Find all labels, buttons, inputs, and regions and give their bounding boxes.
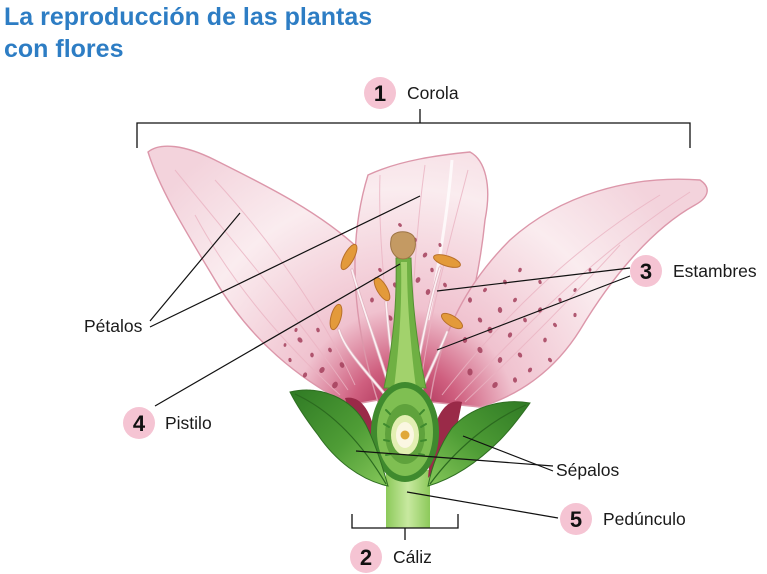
petal-spot <box>518 267 522 273</box>
petal-spot <box>553 322 557 328</box>
caliz-bracket <box>351 514 459 540</box>
right-petal-vein <box>441 194 661 396</box>
petal-spot <box>588 268 592 272</box>
badge-number-corola: 1 <box>374 81 386 106</box>
badge-caliz <box>350 541 382 573</box>
pedunculo-leader-line <box>406 491 559 519</box>
estambres-leader-line <box>436 275 631 351</box>
left-petal-vein <box>174 169 349 391</box>
badge-number-caliz: 2 <box>360 545 372 570</box>
label-caliz: Cáliz <box>393 547 432 567</box>
left-petal-vein <box>194 214 341 396</box>
petal-spot <box>467 297 473 303</box>
petal-spot <box>497 357 503 363</box>
pistil <box>371 231 439 482</box>
petal-spot <box>477 346 483 354</box>
badge-pedunculo <box>560 503 592 535</box>
petal-spot <box>513 297 517 303</box>
estambres-leader-line <box>436 267 631 292</box>
sepalos-leader-line <box>462 435 554 472</box>
petal-spot <box>543 337 547 343</box>
badge-number-pedunculo: 5 <box>570 507 582 532</box>
petal-spot <box>319 366 325 374</box>
petal-spot <box>302 372 308 378</box>
anther <box>340 243 358 271</box>
petal-spot <box>467 368 473 376</box>
petal-spot <box>492 382 498 388</box>
stigma <box>390 231 416 260</box>
label-sepalos: Sépalos <box>556 460 619 480</box>
petal-spot <box>477 317 483 323</box>
petal-spot <box>422 252 428 258</box>
petal-spot <box>538 279 542 285</box>
petal-spot <box>283 343 287 347</box>
petal-spot <box>398 223 402 227</box>
petal-spot <box>512 377 518 383</box>
petal-spot <box>370 297 374 303</box>
badge-estambres <box>630 255 662 287</box>
ovary-detail <box>383 409 427 456</box>
petal-spot <box>547 357 553 363</box>
petal-spot <box>438 242 442 248</box>
right-sepal-midrib <box>429 404 527 485</box>
badge-number-pistilo: 4 <box>133 411 146 436</box>
label-pedunculo: Pedúnculo <box>603 509 686 529</box>
petal-spot <box>573 312 577 318</box>
pistilo-leader-line <box>154 263 401 407</box>
petal-spot <box>483 287 487 293</box>
petalos-leader-line <box>149 212 241 322</box>
label-pistilo: Pistilo <box>165 413 212 433</box>
petal-spot <box>507 332 513 338</box>
petal-spot <box>316 327 320 333</box>
anther <box>433 254 461 268</box>
badge-pistilo <box>123 407 155 439</box>
petal-spot <box>415 277 421 283</box>
title-line-2: con flores <box>4 35 123 63</box>
sepalos-leader-line <box>355 450 554 467</box>
petal-spot <box>332 381 338 389</box>
petal-spot <box>558 297 562 303</box>
style-inner <box>394 262 416 388</box>
petal-spot <box>497 307 503 313</box>
title-line-1: La reproducción de las plantas <box>4 3 372 31</box>
petal-spot <box>425 289 431 295</box>
petal-spot <box>523 317 527 323</box>
petal-spot <box>294 328 298 332</box>
left-petal-vein <box>214 179 356 386</box>
petal-spot <box>517 352 523 358</box>
left-petal <box>147 145 379 406</box>
right-sepal <box>427 401 531 487</box>
right-petal-vein <box>464 244 621 403</box>
petal-spot <box>310 352 314 358</box>
sepals <box>289 389 531 487</box>
petal-spot <box>527 367 533 373</box>
filament <box>338 329 389 399</box>
petal-spot <box>288 357 292 363</box>
petal-spot <box>328 347 332 353</box>
right-petal <box>429 178 708 408</box>
left-sepal <box>289 389 389 487</box>
petals <box>147 145 708 408</box>
badge-number-estambres: 3 <box>640 259 652 284</box>
label-petalos: Pétalos <box>84 316 143 336</box>
center-petal-vein <box>419 169 469 391</box>
anther <box>440 312 464 330</box>
petal-spot <box>430 267 434 273</box>
stem <box>386 470 430 528</box>
petal-spot <box>443 282 447 288</box>
right-petal-vein <box>454 191 691 401</box>
petal-spot <box>339 362 345 368</box>
label-estambres: Estambres <box>673 261 757 281</box>
badge-corola <box>364 77 396 109</box>
petal-spot <box>378 267 382 273</box>
petal-spot <box>573 288 577 292</box>
ovule-core <box>400 430 410 440</box>
petal-spot <box>297 337 303 343</box>
label-corola: Corola <box>407 83 459 103</box>
petalos-leader-line <box>149 195 421 328</box>
left-sepal-midrib <box>294 393 387 485</box>
anther <box>329 303 343 331</box>
corola-bracket <box>136 109 691 148</box>
